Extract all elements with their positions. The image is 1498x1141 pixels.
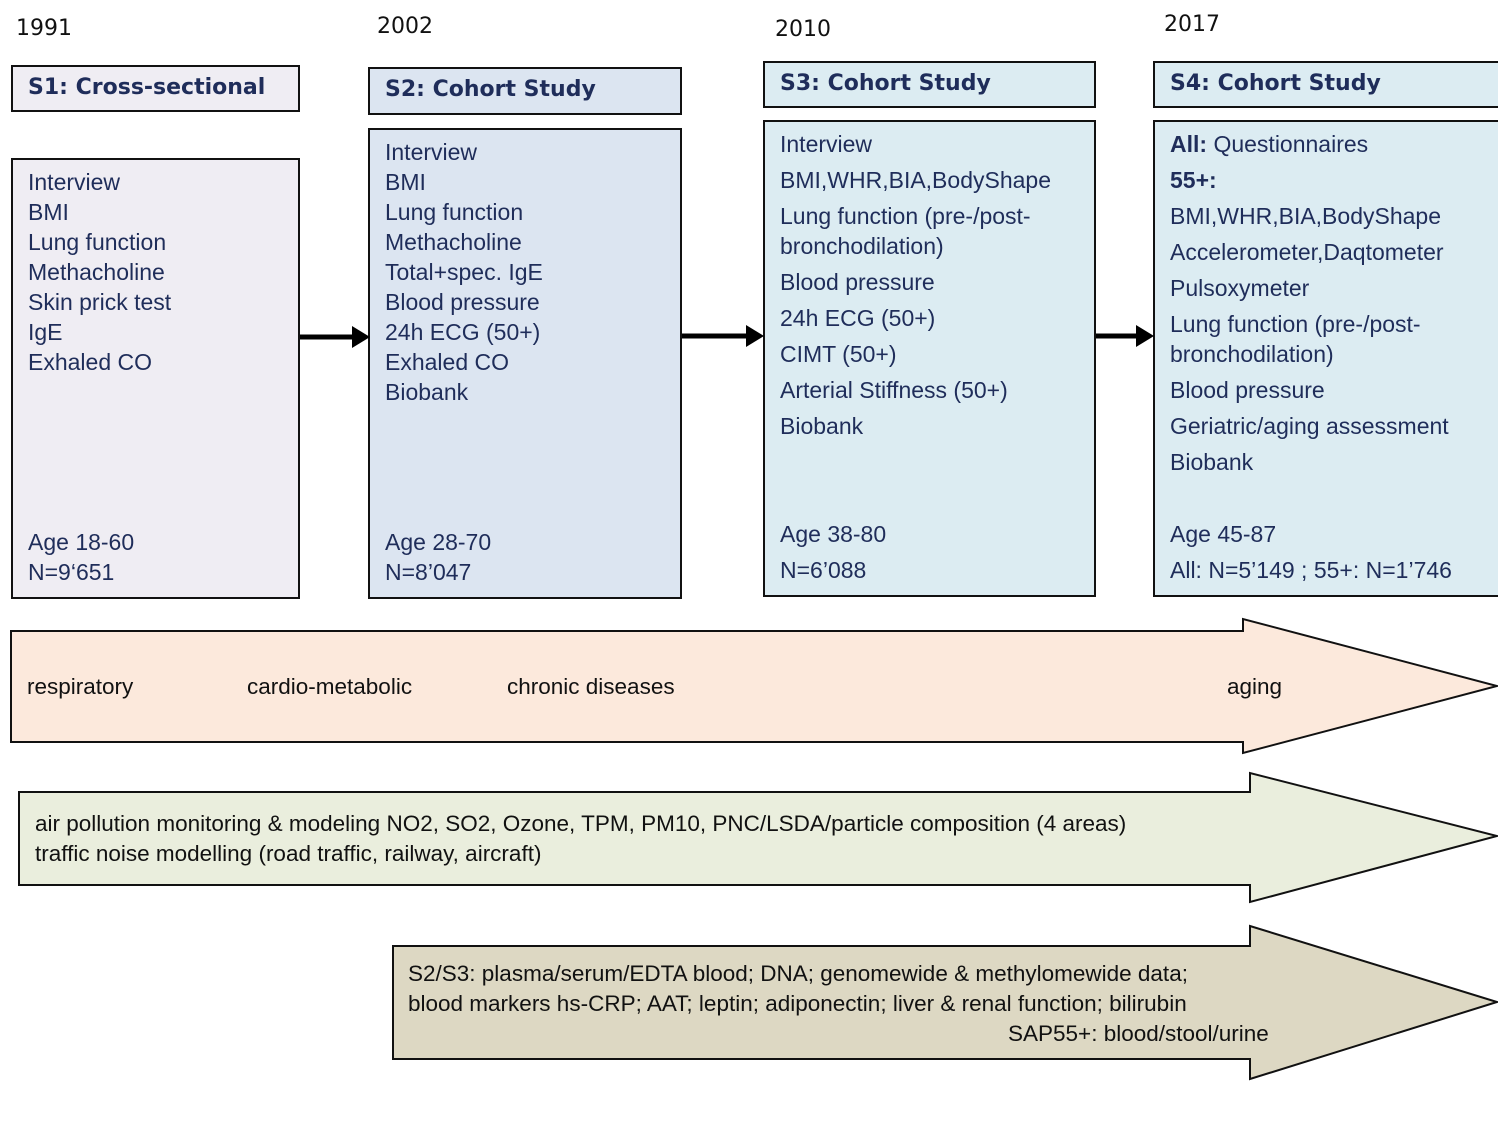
s4-item: Pulsoxymeter	[1170, 275, 1310, 301]
year-label-s2: 2002	[377, 14, 433, 39]
s1-item: IgE	[28, 319, 63, 345]
environment-arrow-shape	[18, 771, 1498, 904]
s1-title: S1: Cross-sectional	[11, 65, 300, 112]
connector-s3-s4	[1096, 325, 1154, 347]
s4-all-label: All:	[1170, 131, 1208, 157]
s2-age: Age 28-70	[385, 529, 492, 555]
biobank-line: SAP55+: blood/stool/urine	[1008, 1021, 1269, 1046]
s2-content-box: Interview BMI Lung function Methacholine…	[368, 128, 682, 599]
s3-item: CIMT (50+)	[780, 341, 897, 367]
environment-line: air pollution monitoring & modeling NO2,…	[35, 811, 1127, 836]
focus-label-respiratory: respiratory	[27, 674, 134, 699]
s3-item: 24h ECG (50+)	[780, 305, 936, 331]
s4-item: Accelerometer,Daqtometer	[1170, 239, 1444, 265]
focus-label-cardio: cardio-metabolic	[247, 674, 413, 699]
s3-content-box: Interview BMI,WHR,BIA,BodyShape Lung fun…	[763, 120, 1096, 597]
s4-plus-label: 55+:	[1170, 167, 1217, 193]
s1-content-box: Interview BMI Lung function Methacholine…	[11, 158, 300, 599]
s4-n: All: N=5’149 ; 55+: N=1’746	[1170, 557, 1452, 583]
s4-title: S4: Cohort Study	[1153, 61, 1498, 108]
biobank-line: S2/S3: plasma/serum/EDTA blood; DNA; gen…	[408, 961, 1188, 986]
s2-item: Biobank	[385, 379, 469, 405]
s4-item: Blood pressure	[1170, 377, 1325, 403]
s4-item: Biobank	[1170, 449, 1254, 475]
s4-item: Geriatric/aging assessment	[1170, 413, 1449, 439]
s4-item: bronchodilation)	[1170, 341, 1334, 367]
s1-item: BMI	[28, 199, 69, 225]
s4-content-box: All: Questionnaires 55+: BMI,WHR,BIA,Bod…	[1153, 120, 1498, 597]
s3-item: Biobank	[780, 413, 864, 439]
s2-item: 24h ECG (50+)	[385, 319, 541, 345]
year-label-s1: 1991	[16, 16, 72, 41]
s2-item: Interview	[385, 139, 478, 165]
s4-item: BMI,WHR,BIA,BodyShape	[1170, 203, 1441, 229]
s3-n: N=6’088	[780, 557, 867, 583]
focus-label-aging: aging	[1227, 674, 1283, 699]
s3-age: Age 38-80	[780, 521, 887, 547]
year-label-s3: 2010	[775, 17, 831, 42]
s2-item: Blood pressure	[385, 289, 540, 315]
s1-age: Age 18-60	[28, 529, 135, 555]
s4-item: Lung function (pre-/post-	[1170, 311, 1421, 337]
s3-item: Arterial Stiffness (50+)	[780, 377, 1008, 403]
s3-item: bronchodilation)	[780, 233, 944, 259]
s3-item: Lung function (pre-/post-	[780, 203, 1031, 229]
s2-item: Lung function	[385, 199, 524, 225]
s1-item: Skin prick test	[28, 289, 172, 315]
environment-line: traffic noise modelling (road traffic, r…	[35, 841, 542, 866]
s4-age: Age 45-87	[1170, 521, 1277, 547]
s1-item: Exhaled CO	[28, 349, 153, 375]
s3-item: BMI,WHR,BIA,BodyShape	[780, 167, 1051, 193]
connector-s1-s2	[300, 326, 370, 348]
s2-title: S2: Cohort Study	[368, 67, 682, 115]
s2-item: BMI	[385, 169, 426, 195]
s1-item: Lung function	[28, 229, 167, 255]
s1-item: Methacholine	[28, 259, 165, 285]
s3-title: S3: Cohort Study	[763, 61, 1096, 108]
s3-item: Blood pressure	[780, 269, 935, 295]
s2-item: Methacholine	[385, 229, 522, 255]
s2-n: N=8’047	[385, 559, 472, 585]
s3-item: Interview	[780, 131, 873, 157]
s4-all-text: Questionnaires	[1207, 131, 1369, 157]
s1-item: Interview	[28, 169, 121, 195]
year-label-s4: 2017	[1164, 12, 1220, 37]
biobank-line: blood markers hs-CRP; AAT; leptin; adipo…	[408, 991, 1187, 1016]
s4-all-line: All: Questionnaires	[1170, 131, 1368, 158]
connector-s2-s3	[682, 325, 764, 347]
s2-item: Total+spec. IgE	[385, 259, 543, 285]
s1-n: N=9‘651	[28, 559, 115, 585]
focus-label-chronic: chronic diseases	[507, 674, 675, 699]
s2-item: Exhaled CO	[385, 349, 510, 375]
